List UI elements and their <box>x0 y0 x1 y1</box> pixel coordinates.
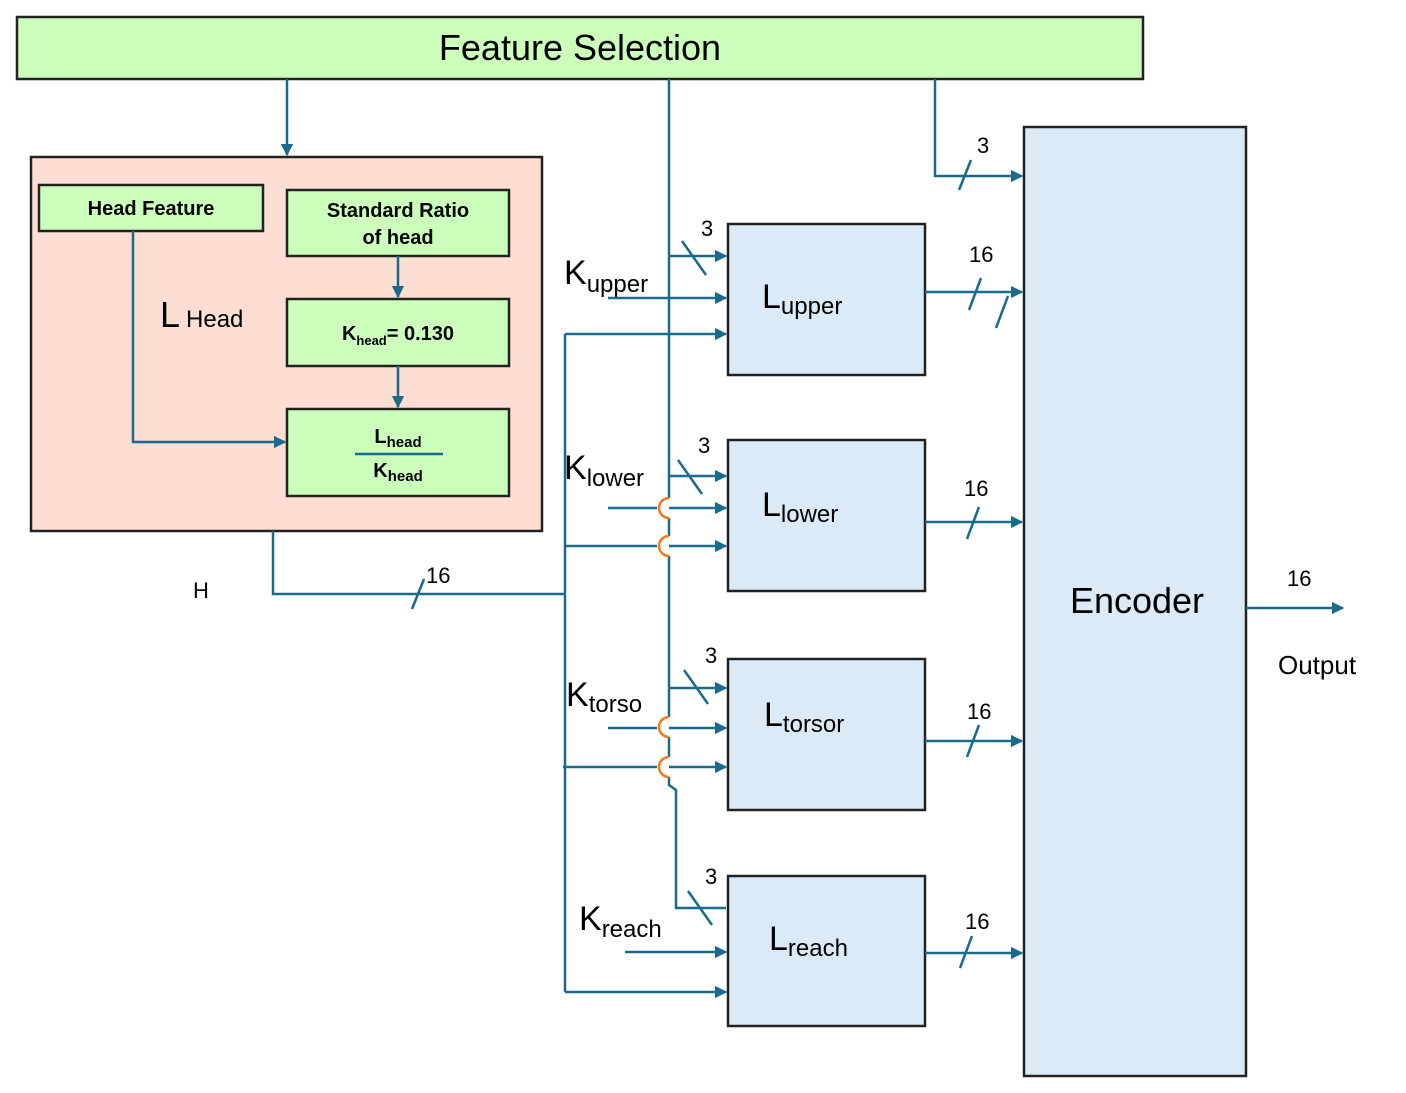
k-upper-label: Kupper <box>564 254 648 298</box>
lower-in-slash <box>676 459 704 495</box>
feature-selection-box <box>15 15 1145 81</box>
wire-fs-bus <box>667 79 726 910</box>
k-lower-label: Klower <box>564 449 644 492</box>
hop-lower-h <box>657 534 670 558</box>
fs-encoder-slash <box>957 159 973 191</box>
encoder-box <box>1022 125 1248 1078</box>
encoder-output-width: 16 <box>1287 566 1311 591</box>
head-feature-label: Head Feature <box>88 198 215 220</box>
hop-lower-k <box>657 496 670 520</box>
encoder-label: Encoder <box>1070 580 1204 621</box>
reach-in-width: 3 <box>705 864 717 889</box>
l-reach-label: Lreach <box>769 920 848 962</box>
ratio-denominator: Khead <box>373 460 422 485</box>
k-reach-label: Kreach <box>579 900 662 943</box>
l-reach-box <box>726 874 927 1028</box>
h-label: H <box>193 578 209 603</box>
l-torso-label: Ltorsor <box>764 696 844 738</box>
k-head-label: Khead= 0.130 <box>342 323 454 348</box>
standard-ratio-label-line2: of head <box>362 227 433 249</box>
torso-in-slash <box>682 669 710 705</box>
torso-out-slash <box>965 724 981 758</box>
h-bus-slash <box>410 578 426 610</box>
lower-out-width: 16 <box>964 476 988 501</box>
l-upper-box <box>726 222 927 377</box>
head-feature-box <box>37 183 265 233</box>
wire-h-bus <box>271 531 565 596</box>
reach-out-width: 16 <box>965 909 989 934</box>
reach-in-slash <box>686 890 714 926</box>
upper-out-width: 16 <box>969 242 993 267</box>
lower-in-width: 3 <box>698 433 710 458</box>
h-bus-width: 16 <box>426 563 450 588</box>
wire-fs-to-encoder <box>933 79 1024 183</box>
reach-out-slash <box>958 935 974 969</box>
torso-out-width: 16 <box>967 699 991 724</box>
torso-in-width: 3 <box>705 643 717 668</box>
standard-ratio-label-line1: Standard Ratio <box>327 200 469 222</box>
upper-in-slash <box>680 240 708 276</box>
output-label: Output <box>1278 650 1357 680</box>
k-torso-label: Ktorso <box>566 676 642 718</box>
feature-selection-label: Feature Selection <box>439 27 721 68</box>
wire-headfeature-to-ratio <box>131 231 287 449</box>
hop-torso-h <box>657 755 670 779</box>
upper-out-slash-1 <box>967 277 983 311</box>
l-upper-label: Lupper <box>762 278 842 320</box>
ratio-numerator: Lhead <box>374 426 421 451</box>
l-lower-label: Llower <box>762 486 838 528</box>
l-lower-box <box>726 438 927 593</box>
hop-torso-k <box>657 715 670 739</box>
upper-in-width: 3 <box>701 216 713 241</box>
fs-encoder-width: 3 <box>977 133 989 158</box>
ratio-box <box>285 407 511 498</box>
lower-out-slash <box>965 506 981 540</box>
upper-out-slash-2 <box>994 295 1010 329</box>
